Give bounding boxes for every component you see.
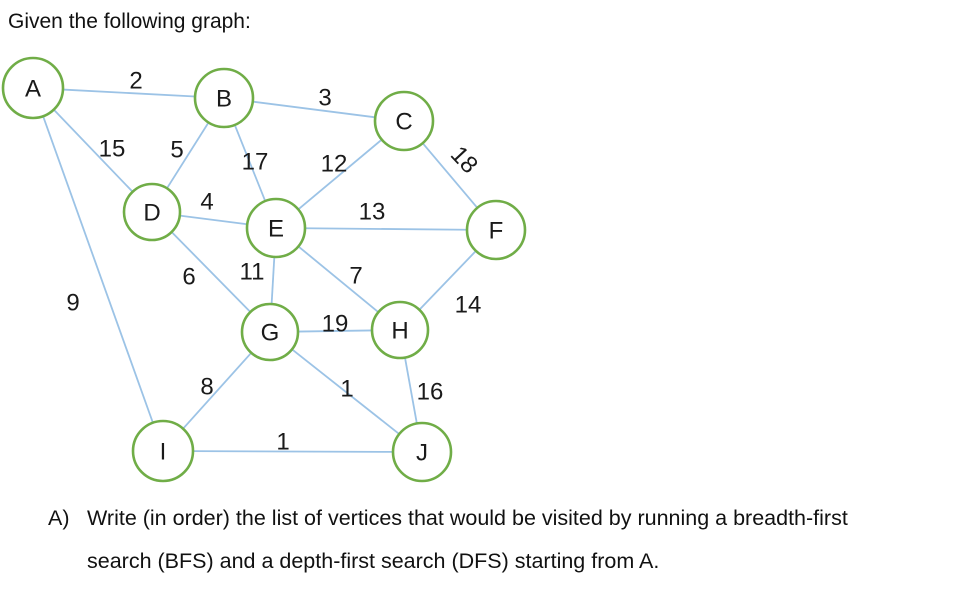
question-line-2: search (BFS) and a depth-first search (D…: [87, 549, 660, 573]
graph-edge-D-G: [170, 231, 252, 313]
edge-weight-I-J: 1: [276, 429, 289, 456]
graph-edge-H-J: [404, 357, 418, 424]
edge-weight-G-H: 19: [322, 311, 349, 338]
edge-weight-F-H: 14: [455, 292, 482, 319]
edge-weight-E-H: 7: [349, 263, 362, 290]
graph-node-label-D: D: [143, 200, 160, 227]
graph-node-G: [240, 302, 300, 362]
question-line-1: Write (in order) the list of vertices th…: [87, 506, 848, 530]
graph-node-B: [193, 67, 255, 129]
graph-diagram: A B C D E F G H I J 2 15 9 3 5 17 12 18 4 6 13 11 7 14 19 8 1 16 1: [1, 56, 527, 483]
edge-weight-H-J: 16: [417, 379, 444, 406]
graph-edge-E-F: [304, 227, 468, 231]
edge-weight-E-F: 13: [359, 199, 386, 226]
graph-node-label-G: G: [261, 320, 280, 347]
graph-node-C: [373, 90, 435, 152]
graph-node-F: [465, 199, 527, 261]
graph-node-J: [391, 421, 453, 483]
edge-weight-B-E: 17: [242, 149, 269, 176]
edge-weight-C-E: 12: [321, 151, 348, 178]
graph-node-label-B: B: [216, 86, 232, 113]
graph-node-H: [370, 300, 430, 360]
edge-weight-B-D: 5: [170, 137, 183, 164]
question: A) Write (in order) the list of vertices…: [48, 503, 848, 589]
graph-edge-G-J: [291, 348, 400, 435]
edge-weight-G-I: 8: [200, 374, 213, 401]
edge-weight-G-J: 1: [340, 376, 353, 403]
edge-weight-E-G: 11: [240, 259, 265, 286]
graph-edge-G-I: [182, 352, 252, 430]
graph-node-label-J: J: [416, 440, 428, 467]
graph-edge-E-G: [270, 256, 276, 305]
graph-edge-A-B: [62, 88, 196, 98]
edge-weight-D-G: 6: [182, 264, 195, 291]
graph-node-label-F: F: [489, 218, 504, 245]
graph-edge-G-H: [297, 329, 373, 333]
graph-edge-B-D: [166, 122, 210, 189]
graph-node-label-A: A: [25, 76, 41, 103]
graph-edge-B-E: [233, 124, 267, 202]
graph-edge-E-H: [297, 245, 379, 313]
graph-edge-A-I: [42, 115, 154, 424]
graph-node-label-E: E: [268, 216, 284, 243]
graph-edge-C-E: [297, 138, 383, 211]
graph-node-E: [245, 197, 307, 259]
graph-node-label-I: I: [160, 439, 167, 466]
edge-weight-D-E: 4: [200, 189, 213, 216]
graph-node-D: [122, 182, 182, 242]
graph-edge-C-F: [422, 142, 478, 209]
page-title: Given the following graph:: [8, 10, 251, 33]
edge-weight-A-D: 15: [99, 136, 126, 163]
graph-edge-F-H: [418, 250, 477, 311]
edge-weight-A-B: 2: [129, 68, 142, 95]
graph-edge-I-J: [192, 450, 394, 453]
edge-weight-A-I: 9: [66, 290, 79, 317]
graph-edge-B-C: [252, 100, 376, 119]
edge-weight-C-F: 18: [445, 141, 483, 179]
graph-node-label-H: H: [391, 318, 408, 345]
graph-node-A: [1, 56, 65, 120]
question-text: Write (in order) the list of vertices th…: [87, 503, 848, 589]
graph-edge-A-D: [53, 109, 134, 193]
question-label: A): [48, 506, 70, 530]
graph-node-label-C: C: [395, 109, 412, 136]
edge-weight-B-C: 3: [318, 85, 331, 112]
graph-edge-D-E: [179, 214, 248, 226]
graph-node-I: [131, 419, 195, 483]
